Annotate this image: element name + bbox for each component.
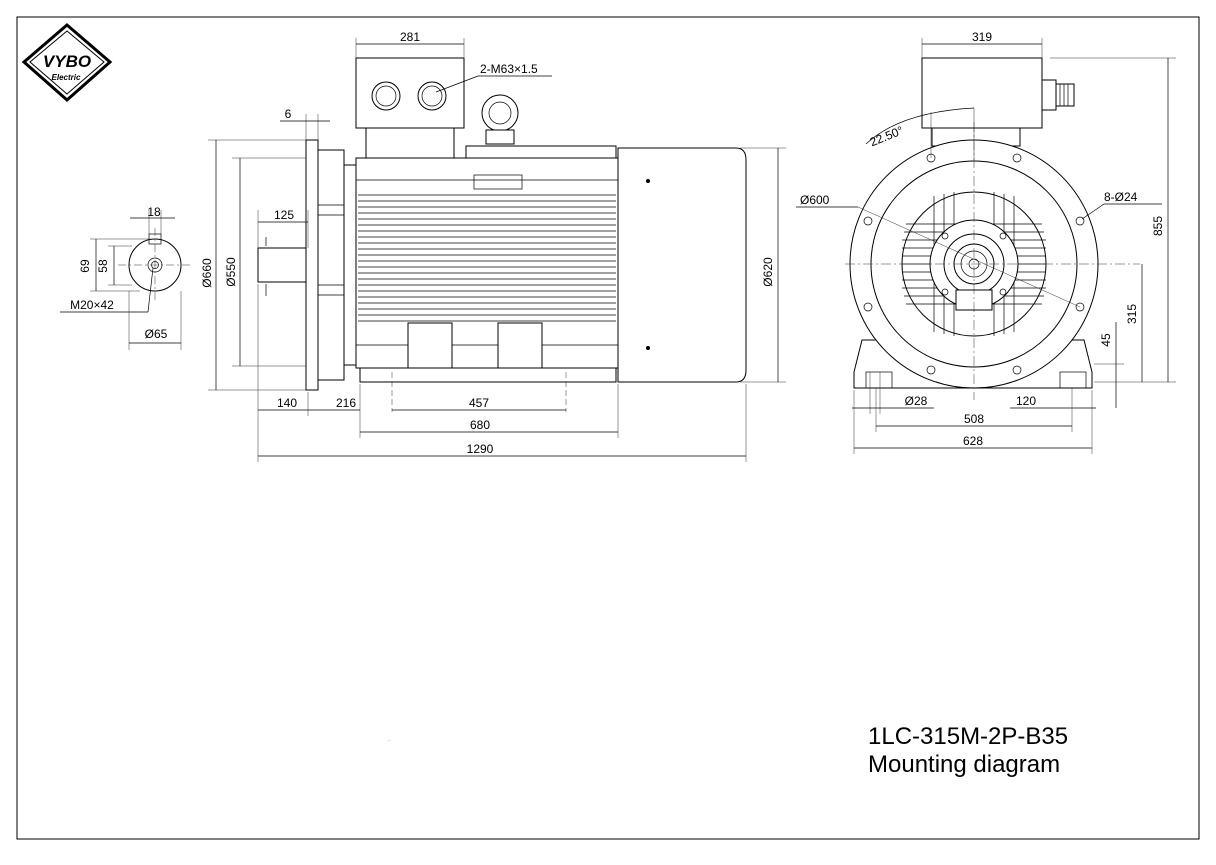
sheet-border xyxy=(16,16,1200,840)
foot-right xyxy=(497,322,543,369)
cooling-fins xyxy=(358,194,616,322)
dim-shaft-height: 315 xyxy=(1125,304,1139,324)
dim-total-len: 1290 xyxy=(467,442,494,456)
end-cable-gland xyxy=(1041,79,1057,111)
dim-terminal-box-width: 281 xyxy=(400,30,420,44)
dim-spigot-dia: Ø550 xyxy=(224,257,238,287)
lifting-eye xyxy=(481,94,519,132)
shaft xyxy=(257,247,309,283)
dim-shaft-dia: Ø65 xyxy=(145,327,168,341)
dim-angle: 22.50° xyxy=(868,123,906,149)
side-view: 281 2-M63×1.5 6 125 Ø660 Ø550 Ø620 xyxy=(200,30,786,462)
shaft-end-view: 18 69 58 M20×42 Ø65 xyxy=(60,205,192,350)
motor-body xyxy=(355,157,619,369)
dim-cable-gland: 2-M63×1.5 xyxy=(480,62,538,76)
drawing-subtitle: Mounting diagram xyxy=(868,751,1060,778)
dim-flange-thickness: 6 xyxy=(285,107,292,121)
cable-gland-left xyxy=(371,81,401,111)
stray-mark: · xyxy=(388,738,390,744)
dim-end-box-width: 319 xyxy=(972,30,992,44)
dim-457: 457 xyxy=(469,396,489,410)
vybo-logo: VYBO Electric xyxy=(21,23,113,103)
fan-cover xyxy=(617,147,747,383)
dim-680: 680 xyxy=(470,418,490,432)
dim-pcd: Ø600 xyxy=(800,193,830,207)
dim-foot-span: 508 xyxy=(964,412,984,426)
logo-sub: Electric xyxy=(52,73,81,82)
end-view: 319 22.50° Ø600 8-Ø24 855 315 45 Ø28 1 xyxy=(796,30,1176,454)
dim-height-a: 69 xyxy=(78,259,92,273)
dim-216: 216 xyxy=(336,396,356,410)
dim-key-width: 18 xyxy=(147,205,161,219)
end-terminal-box xyxy=(921,57,1043,129)
dim-foot-width: 120 xyxy=(1016,394,1036,408)
dim-body-dia: Ø620 xyxy=(761,257,775,287)
dim-spigot: 125 xyxy=(274,208,294,222)
dim-base-width: 628 xyxy=(963,434,983,448)
logo-brand: VYBO xyxy=(43,52,91,71)
flange xyxy=(305,139,319,391)
drawing-title: 1LC-315M-2P-B35 xyxy=(868,723,1068,750)
dim-holes: 8-Ø24 xyxy=(1104,190,1138,204)
dim-foot-height: 45 xyxy=(1099,333,1113,347)
foot-left xyxy=(407,322,453,369)
dim-height-b: 58 xyxy=(96,259,110,273)
dim-shaft-len: 140 xyxy=(277,396,297,410)
dim-thread: M20×42 xyxy=(70,298,114,312)
dim-flange-dia: Ø660 xyxy=(200,258,214,288)
dim-foot-hole: Ø28 xyxy=(905,394,928,408)
cable-gland-right xyxy=(417,81,447,111)
dim-height-total: 855 xyxy=(1151,216,1165,236)
